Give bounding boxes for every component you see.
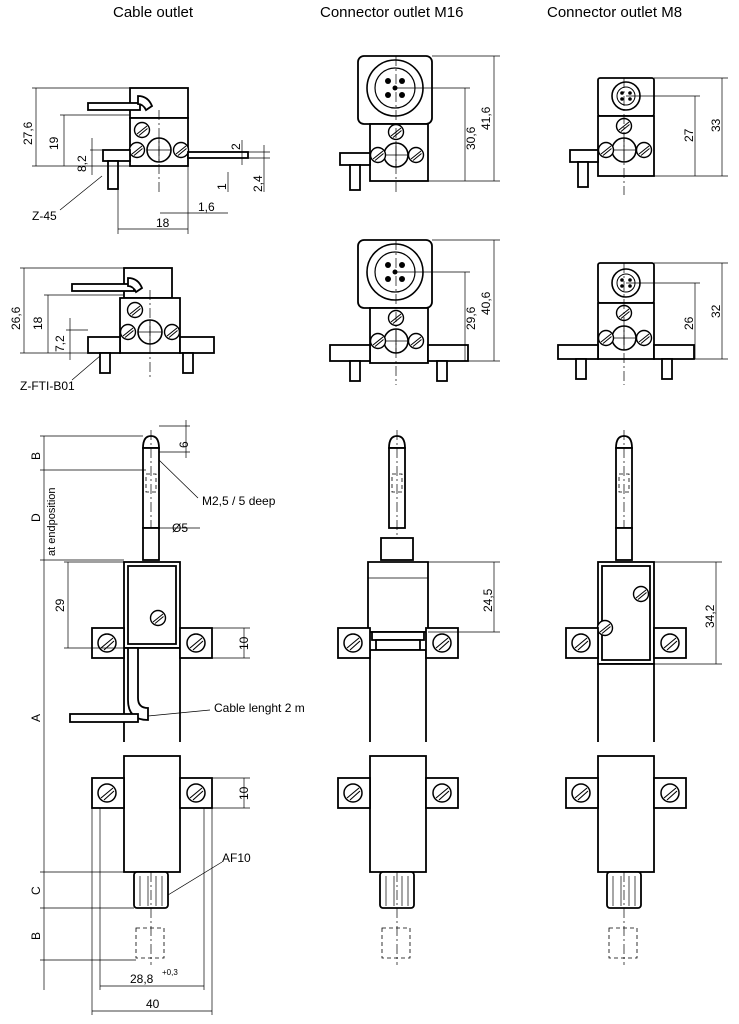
dim-18b: 18 [31, 316, 45, 330]
dim-tolerance: +0,3 [162, 968, 178, 977]
dim-2-4: 2,4 [251, 175, 265, 192]
view-m8-top: 27 33 [569, 77, 728, 195]
label-z45: Z-45 [32, 209, 57, 223]
dim-26-6: 26,6 [9, 306, 23, 330]
dim-28-8: 28,8 [130, 972, 154, 986]
label-cable-length: Cable lenght 2 m [214, 701, 305, 715]
heading-connector-m16: Connector outlet M16 [320, 4, 464, 21]
dim-27: 27 [682, 128, 696, 142]
dim-24-5: 24,5 [481, 588, 495, 612]
heading-cable-outlet: Cable outlet [113, 4, 194, 21]
dim-40: 40 [146, 997, 160, 1011]
view-cable-side: B 6 M2,5 / 5 deep D at endposition Ø5 29… [29, 420, 305, 1015]
view-m8-side: 34,2 [565, 430, 722, 965]
view-m8-mid: 26 32 [557, 262, 728, 385]
label-endposition: at endposition [46, 488, 58, 557]
view-cable-zfti: 26,6 18 7,2 Z-FTI-B01 [9, 267, 215, 393]
dim-34-2: 34,2 [703, 604, 717, 628]
view-cable-z45: 27,6 19 8,2 2 2,4 1 1,6 18 Z-45 [21, 87, 270, 234]
label-zfti: Z-FTI-B01 [20, 379, 75, 393]
dim-10b: 10 [237, 786, 251, 800]
dim-c: C [29, 886, 43, 895]
dim-19: 19 [47, 136, 61, 150]
dim-d: D [29, 513, 43, 522]
label-af10: AF10 [222, 851, 251, 865]
dim-26: 26 [682, 316, 696, 330]
dim-27-6: 27,6 [21, 121, 35, 145]
heading-connector-m8: Connector outlet M8 [547, 4, 683, 21]
dim-10a: 10 [237, 636, 251, 650]
dim-b-bottom: B [29, 932, 43, 940]
dim-phi5: Ø5 [172, 521, 188, 535]
dim-32: 32 [709, 304, 723, 318]
dim-b-top: B [29, 452, 43, 460]
label-m25: M2,5 / 5 deep [202, 494, 276, 508]
dim-29: 29 [53, 598, 67, 612]
dim-8-2: 8,2 [75, 155, 89, 172]
dim-18: 18 [156, 216, 170, 230]
dim-6: 6 [177, 441, 191, 448]
dim-40-6: 40,6 [479, 291, 493, 315]
dim-29-6: 29,6 [464, 306, 478, 330]
dim-30-6: 30,6 [464, 126, 478, 150]
dim-7-2: 7,2 [53, 335, 67, 352]
dim-41-6: 41,6 [479, 106, 493, 130]
dim-1-6: 1,6 [198, 200, 215, 214]
view-m16-mid: 29,6 40,6 [329, 239, 500, 385]
view-m16-top: 30,6 41,6 [339, 55, 500, 195]
view-m16-side: 24,5 [337, 430, 500, 965]
dim-a: A [29, 714, 43, 722]
dim-33: 33 [709, 118, 723, 132]
dim-1: 1 [215, 183, 229, 190]
dim-2: 2 [229, 143, 243, 150]
